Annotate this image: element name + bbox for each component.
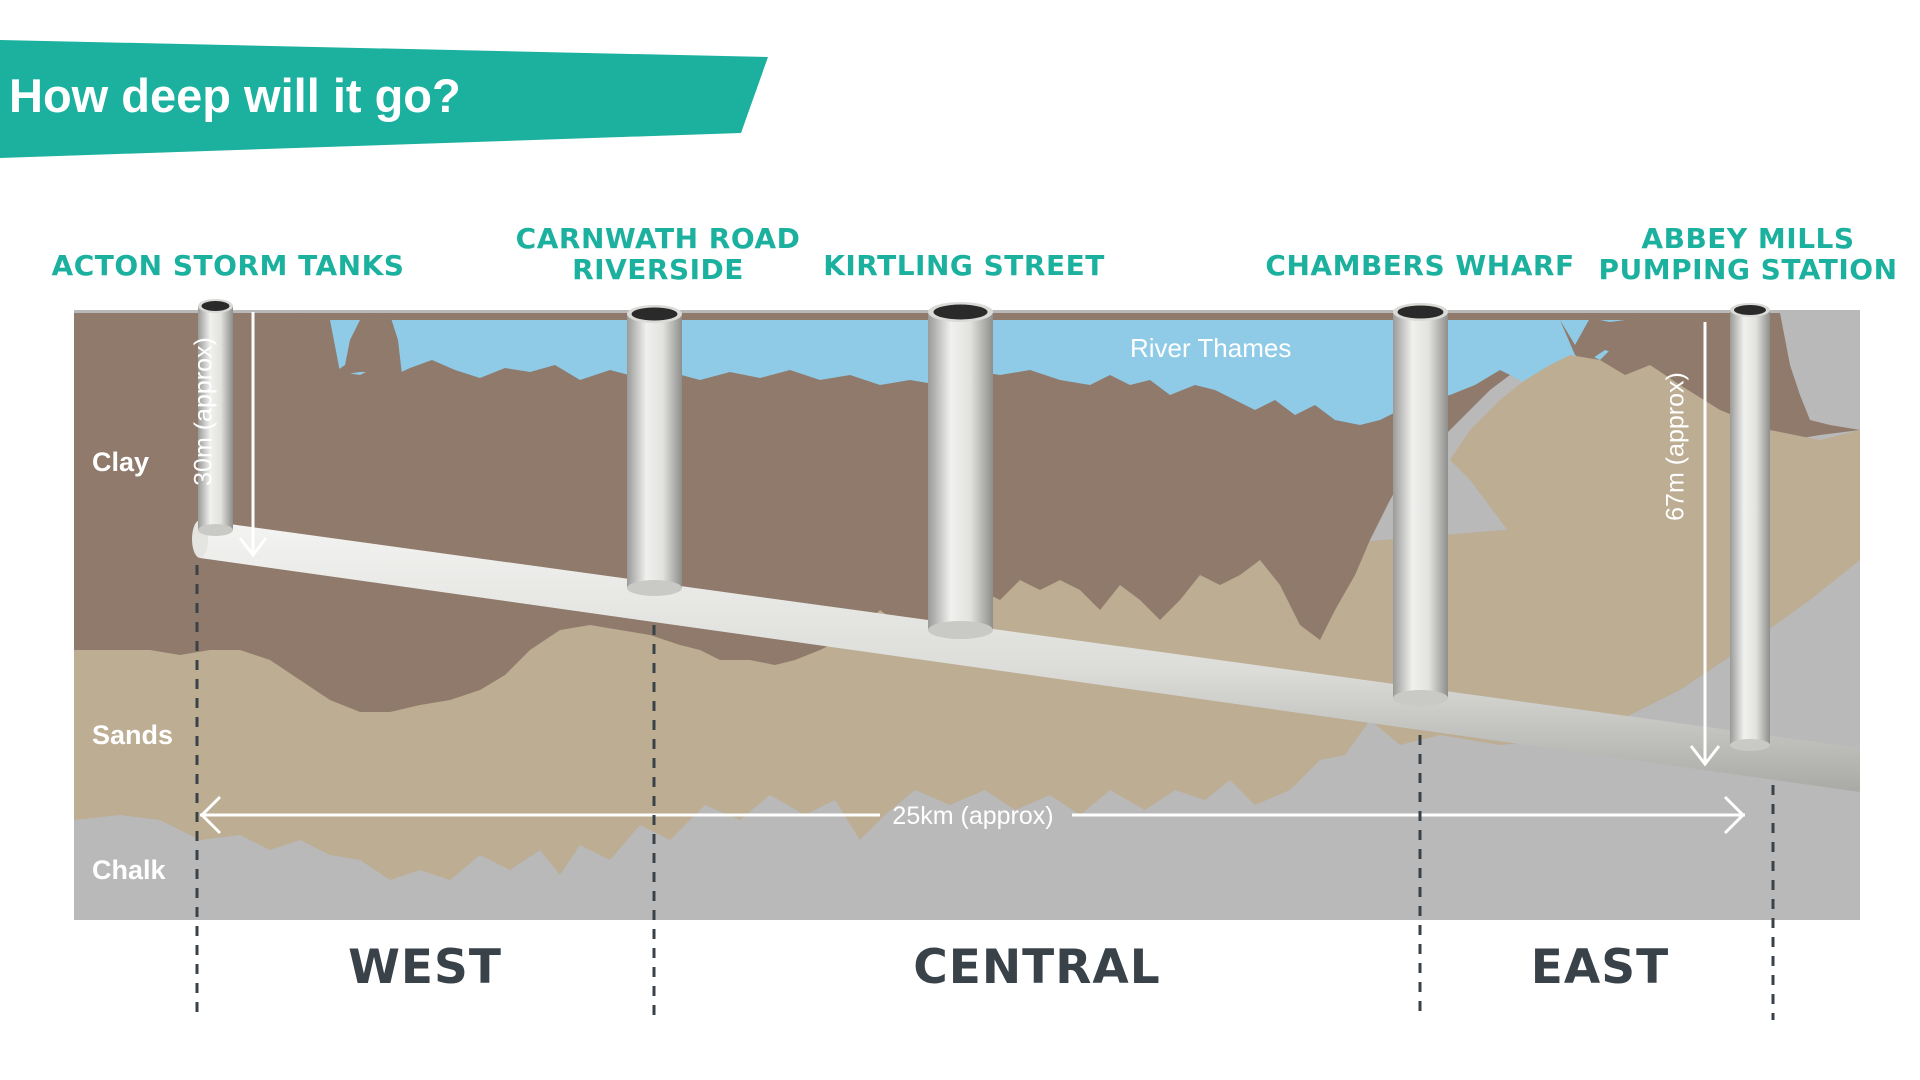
west-depth-arrow bbox=[238, 312, 268, 558]
shaft-abbey bbox=[1730, 303, 1770, 751]
main-tunnel bbox=[200, 520, 1860, 792]
east-chalk bbox=[1780, 310, 1860, 430]
west-depth-label: 30m (approx) bbox=[189, 337, 218, 486]
shaft-acton bbox=[198, 299, 233, 536]
title-banner bbox=[0, 40, 768, 158]
shaft-carnwath bbox=[627, 305, 682, 596]
site-label-abbey: ABBEY MILLS PUMPING STATION bbox=[1598, 222, 1898, 286]
length-arrow bbox=[199, 795, 1746, 835]
site-label-acton: ACTON STORM TANKS bbox=[51, 249, 405, 282]
shaft-kirtling bbox=[928, 302, 993, 639]
zone-dividers bbox=[195, 565, 1775, 1020]
length-label: 25km (approx) bbox=[892, 802, 1054, 830]
west-hills bbox=[300, 313, 402, 380]
east-depth-label: 67m (approx) bbox=[1661, 372, 1690, 521]
page-title: How deep will it go? bbox=[9, 69, 461, 122]
shaft-chambers bbox=[1393, 303, 1448, 706]
site-label-chambers: CHAMBERS WHARF bbox=[1265, 249, 1575, 282]
east-depth-arrow bbox=[1689, 322, 1721, 767]
layer-label-clay: Clay bbox=[92, 447, 150, 477]
site-label-kirtling: KIRTLING STREET bbox=[823, 249, 1105, 282]
river-thames-label: River Thames bbox=[1130, 333, 1292, 363]
layer-label-chalk: Chalk bbox=[92, 855, 166, 885]
zone-label-west: WEST bbox=[348, 940, 502, 995]
zone-label-central: CENTRAL bbox=[913, 940, 1161, 995]
layer-label-sands: Sands bbox=[92, 720, 174, 750]
zone-label-east: EAST bbox=[1530, 940, 1670, 995]
site-label-carnwath: CARNWATH ROAD RIVERSIDE bbox=[515, 222, 801, 286]
east-hills bbox=[1560, 313, 1860, 430]
